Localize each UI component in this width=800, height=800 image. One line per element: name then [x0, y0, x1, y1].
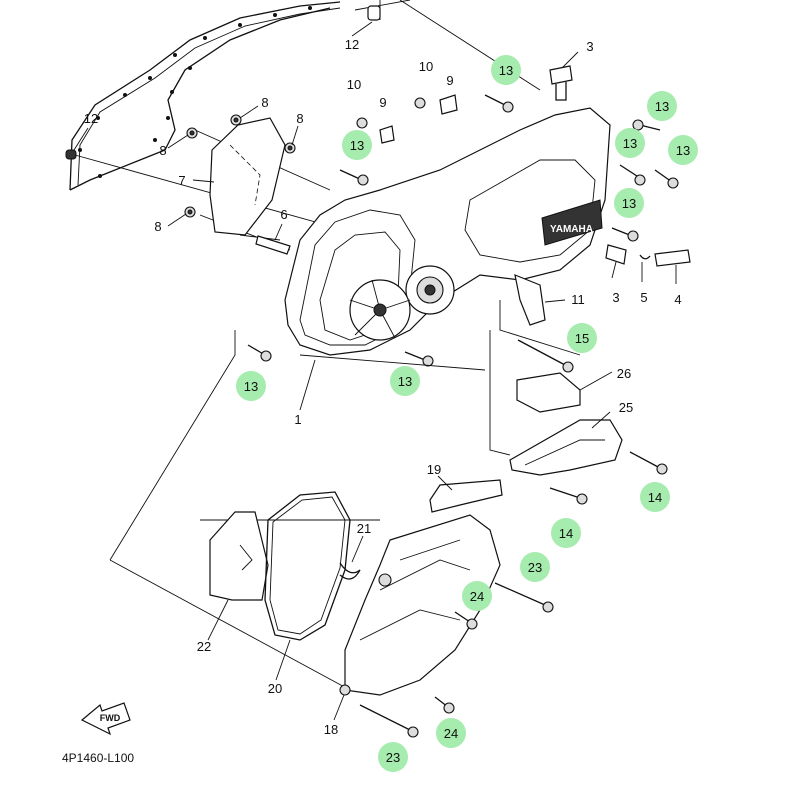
- callout-13-highlight: [236, 371, 266, 401]
- damper-26: [516, 372, 581, 413]
- callout-13-highlight: [647, 91, 677, 121]
- leader-lines: [73, 21, 677, 721]
- callout-10-b: 10: [347, 77, 361, 92]
- fwd-label: FWD: [100, 713, 121, 723]
- callout-13: 13: [499, 63, 513, 78]
- callout-8-b: 8: [296, 111, 303, 126]
- callout-13-highlight: [615, 128, 645, 158]
- forward-arrow: FWD: [80, 702, 131, 736]
- hose-4: [654, 249, 691, 267]
- callout-3-top: 3: [586, 39, 593, 54]
- diagram-code: 4P1460-L100: [62, 751, 134, 765]
- clip-21: [339, 562, 361, 580]
- clip-5: [639, 254, 651, 260]
- bolt-10: [356, 97, 426, 129]
- callouts: 12 3 13 10 10 9 9 8 8 8 8 12 13 13 13 13…: [84, 37, 698, 772]
- callout-11: 11: [571, 292, 585, 307]
- guide-lines-mid: [109, 300, 581, 691]
- callout-13: 13: [676, 143, 690, 158]
- bolts-23: [359, 582, 554, 738]
- callout-4: 4: [674, 292, 681, 307]
- callout-13: 13: [622, 196, 636, 211]
- callout-23-highlight: [378, 742, 408, 772]
- callout-14-highlight: [640, 482, 670, 512]
- callout-10-a: 10: [419, 59, 433, 74]
- callout-23-highlight: [520, 552, 550, 582]
- bolt-15: [517, 339, 574, 373]
- callout-9-b: 9: [379, 95, 386, 110]
- callout-13: 13: [398, 374, 412, 389]
- callout-14: 14: [648, 490, 662, 505]
- callout-14-highlight: [551, 518, 581, 548]
- bolts-8: [184, 114, 296, 218]
- callout-24: 24: [470, 589, 484, 604]
- callout-19: 19: [427, 462, 441, 477]
- callout-24-highlight: [462, 581, 492, 611]
- callout-8-d: 8: [154, 219, 161, 234]
- callout-13-highlight: [614, 188, 644, 218]
- drain-plug-3: [605, 244, 627, 265]
- callout-5: 5: [640, 290, 647, 305]
- gasket-dots: [78, 6, 312, 178]
- callout-8-a: 8: [261, 95, 268, 110]
- seal-20: [264, 491, 351, 641]
- gasket-22: [209, 511, 269, 601]
- breather-bolt-3: [549, 65, 573, 101]
- bolts-24: [434, 611, 478, 714]
- callout-13-highlight: [668, 135, 698, 165]
- callout-14: 14: [559, 526, 573, 541]
- callout-13: 13: [623, 136, 637, 151]
- callout-22: 22: [197, 639, 211, 654]
- callout-13-highlight: [491, 55, 521, 85]
- callout-1: 1: [294, 412, 301, 427]
- lower-cover: [339, 514, 501, 696]
- crankcase-gasket: [69, 1, 341, 191]
- callout-9-a: 9: [446, 73, 453, 88]
- callout-7: 7: [178, 173, 185, 188]
- callout-13: 13: [350, 138, 364, 153]
- callout-21: 21: [357, 521, 371, 536]
- callout-13-highlight: [342, 130, 372, 160]
- callout-13: 13: [244, 379, 258, 394]
- cooling-fan: [349, 279, 411, 341]
- callout-15: 15: [575, 331, 589, 346]
- guide-19: [429, 479, 503, 513]
- bolts-13: [247, 94, 679, 367]
- brand-label: YAMAHA: [550, 224, 593, 235]
- air-duct-25: [509, 419, 623, 476]
- callout-23: 23: [528, 560, 542, 575]
- callout-24: 24: [444, 726, 458, 741]
- callout-26: 26: [617, 366, 631, 381]
- brand-emblem: YAMAHA: [541, 199, 603, 246]
- callout-12-top: 12: [345, 37, 359, 52]
- dowel-pin-12-left: [65, 149, 77, 160]
- dowel-pin-12-top: [367, 5, 381, 21]
- washer-9: [379, 94, 458, 144]
- callout-24-highlight: [436, 718, 466, 748]
- callout-25: 25: [619, 400, 633, 415]
- callout-12-left: 12: [84, 111, 98, 126]
- bolts-14: [549, 451, 668, 505]
- callout-18: 18: [324, 722, 338, 737]
- callout-8-c: 8: [159, 143, 166, 158]
- callout-6: 6: [280, 207, 287, 222]
- callout-13-highlight: [390, 366, 420, 396]
- callout-13: 13: [655, 99, 669, 114]
- callout-20: 20: [268, 681, 282, 696]
- bracket-11: [514, 274, 546, 326]
- cover-plate-7: [209, 117, 286, 236]
- callout-3-bottom: 3: [612, 290, 619, 305]
- callout-15-highlight: [567, 323, 597, 353]
- dowel-pin-6: [255, 235, 291, 255]
- callout-23: 23: [386, 750, 400, 765]
